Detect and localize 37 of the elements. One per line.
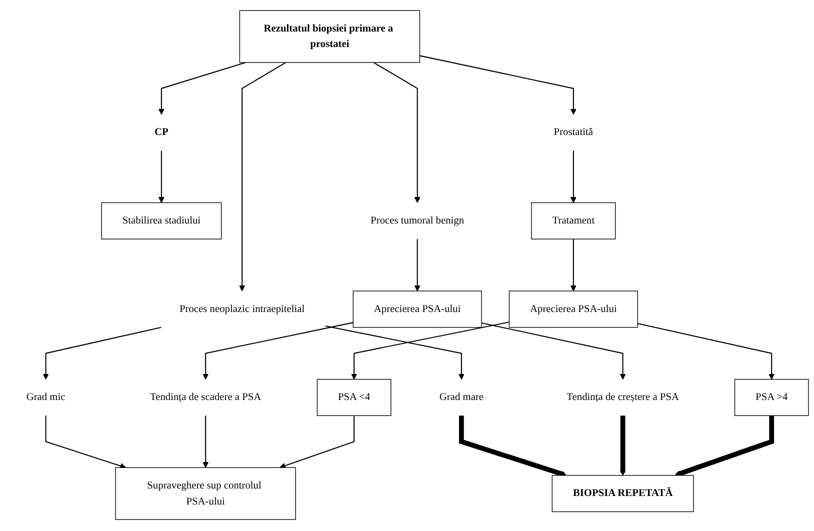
- arrow: [45, 416, 126, 470]
- node-box: Aprecierea PSA-ului: [352, 291, 482, 328]
- arrow: [620, 416, 626, 476]
- node-box: Stabilirea stadiului: [101, 202, 222, 240]
- node-box: PSA <4: [316, 379, 392, 416]
- arrow: [202, 322, 354, 380]
- node-box: PSA >4: [734, 379, 809, 416]
- node-text: Proces neoplazic intraepitelial: [180, 304, 305, 316]
- node-box: Aprecierea PSA-ului: [508, 291, 638, 328]
- node-text: Prostatită: [554, 127, 594, 138]
- arrow: [638, 323, 775, 380]
- node-text: CP: [154, 127, 168, 138]
- node-box: Supraveghere sup controlul PSA-ului: [115, 468, 296, 520]
- arrow: [239, 62, 286, 292]
- arrow: [158, 62, 246, 116]
- node-box: BIOPSIA REPETATĂ: [552, 476, 694, 513]
- arrow: [280, 416, 355, 470]
- arrow: [570, 151, 576, 204]
- node-text: Tendința de creștere a PSA: [566, 392, 679, 404]
- node-text: Grad mare: [439, 392, 484, 404]
- arrow: [414, 240, 420, 292]
- arrow: [42, 327, 162, 380]
- arrow: [202, 416, 209, 468]
- arrow: [158, 151, 164, 204]
- arrow: [420, 56, 576, 116]
- node-box: Rezultatul biopsiei primare a prostatei: [239, 10, 420, 64]
- arrow: [570, 240, 576, 292]
- node-text: Proces tumoral benign: [370, 216, 464, 227]
- arrow: [674, 416, 774, 478]
- arrow: [373, 62, 420, 204]
- arrow: [325, 326, 464, 380]
- arrow: [351, 322, 510, 380]
- node-text: Tendința de scadere a PSA: [150, 392, 262, 404]
- arrow: [459, 416, 567, 478]
- node-text: Grad mic: [26, 392, 66, 404]
- node-box: Tratament: [531, 202, 616, 240]
- arrow: [481, 322, 626, 380]
